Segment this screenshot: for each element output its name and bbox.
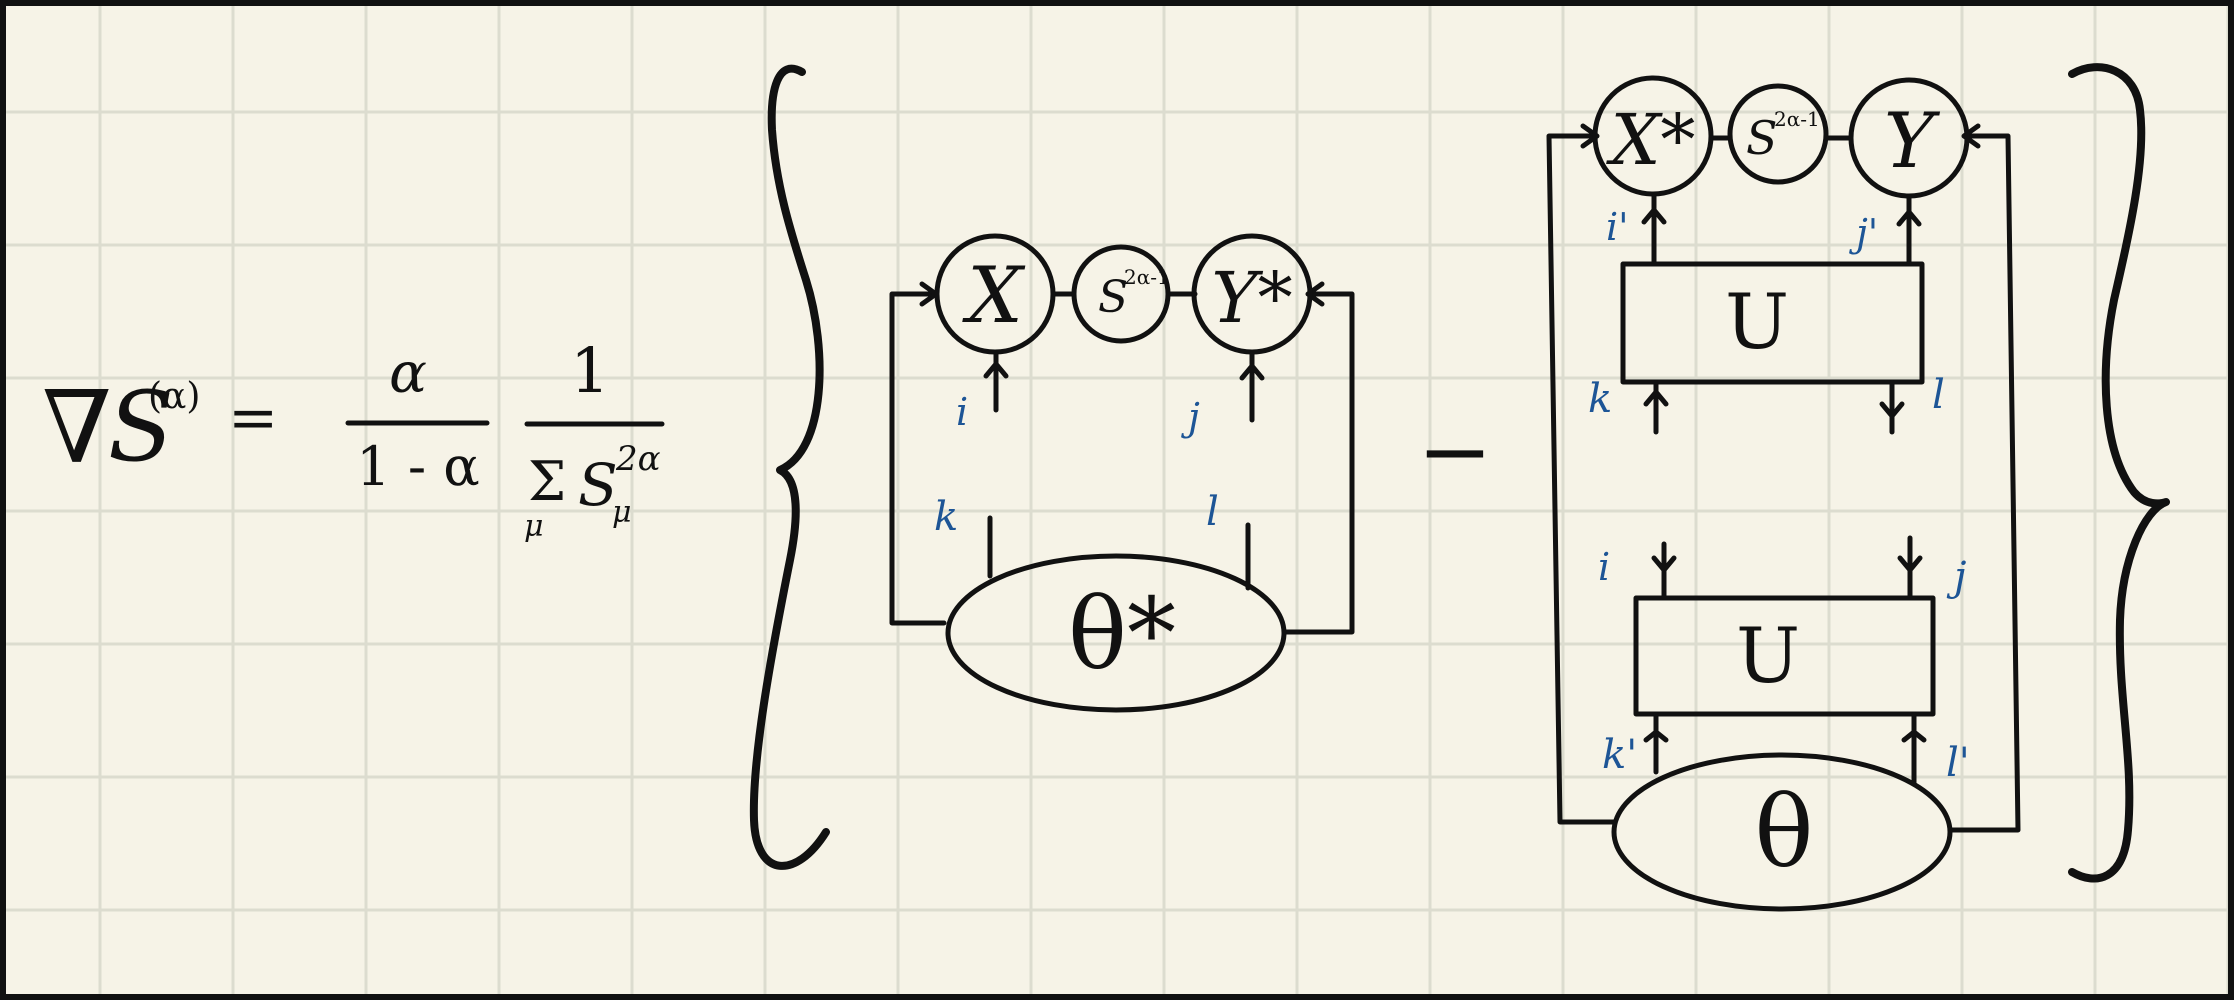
term2-index-j-prime: j' — [1849, 211, 1878, 255]
term1-node-Y-label: Y* — [1211, 257, 1292, 339]
term2-U-bottom-box — [1633, 595, 1936, 717]
term1-left-loop-wire — [889, 291, 947, 626]
term2-leg-k-top-arrow — [1643, 389, 1669, 407]
term1-index-i: i — [956, 390, 968, 434]
term1-node-S — [1071, 244, 1171, 344]
term2-leg-j-prime-arrow — [1896, 209, 1922, 227]
term2-left-loop-wire — [1546, 133, 1618, 825]
term2-leg-l-top-arrow — [1879, 401, 1905, 419]
term1-node-S-superscript: 2α-1 — [1124, 265, 1170, 289]
term2-diagram: X* S 2α-1 Y i' j' U k l i j U — [1546, 75, 2021, 912]
term2-index-j: j — [1946, 554, 1966, 600]
minus-sign: − — [1417, 399, 1492, 504]
term1-diagram: X S 2α-1 Y* i j k l θ* — [889, 233, 1355, 713]
fraction2-numerator: 1 — [570, 334, 609, 407]
sum-subscript: μ — [524, 509, 544, 544]
term1-index-j: j — [1181, 395, 1200, 439]
gradient-formula: ∇ S (α) = α 1 - α 1 Σ μ S μ 2α — [42, 334, 665, 544]
equals-sign: = — [228, 383, 278, 453]
term1-node-X-label: X — [961, 251, 1026, 341]
term2-U-top-label: U — [1725, 277, 1789, 366]
term2-index-k-prime: k' — [1602, 732, 1637, 778]
term2-theta-label: θ — [1754, 776, 1813, 890]
term2-leg-l-prime-arrow — [1901, 729, 1927, 743]
term1-leg-i-arrow — [983, 361, 1009, 379]
denominator-S: S — [578, 451, 618, 519]
term2-leg-j-arrow — [1897, 555, 1923, 573]
term2-index-l-top: l — [1932, 372, 1945, 418]
term1-index-k: k — [934, 494, 958, 540]
term1-leg-j-arrow — [1239, 363, 1265, 381]
lhs-S: S — [108, 371, 174, 483]
term2-node-X-label: X* — [1606, 99, 1696, 181]
lhs-superscript: (α) — [148, 376, 200, 417]
sum-symbol: Σ — [528, 450, 566, 513]
term2-right-loop-wire — [1947, 133, 2021, 833]
fraction1-numerator: α — [389, 341, 427, 406]
left-curly-brace — [749, 64, 830, 870]
fraction1-denominator: 1 - α — [356, 435, 479, 498]
term2-leg-i-prime-arrow — [1641, 207, 1667, 225]
term2-leg-i-arrow — [1651, 555, 1677, 573]
term1-index-l: l — [1206, 489, 1219, 535]
term2-node-S — [1727, 83, 1829, 185]
term1-theta-label: θ* — [1068, 578, 1176, 692]
term2-node-S-label: S — [1746, 111, 1778, 165]
term2-node-S-superscript: 2α-1 — [1774, 107, 1820, 131]
term2-U-top-box — [1620, 261, 1925, 385]
term2-leg-k-prime-arrow — [1643, 729, 1669, 743]
denominator-S-superscript: 2α — [615, 439, 661, 479]
nabla-symbol: ∇ — [42, 369, 112, 486]
right-curly-brace — [2068, 63, 2170, 883]
term2-right-arrow — [1961, 123, 1981, 149]
term2-index-k-top: k — [1588, 376, 1612, 422]
term2-theta-tensor — [1611, 752, 1953, 912]
term1-theta-tensor — [945, 553, 1287, 713]
term1-node-S-label: S — [1098, 272, 1128, 323]
term2-U-bottom-label: U — [1736, 611, 1800, 700]
term2-index-l-prime: l' — [1946, 740, 1970, 786]
denominator-S-subscript: μ — [612, 495, 632, 530]
term2-index-i-prime: i' — [1606, 205, 1629, 249]
term2-index-i: i — [1598, 545, 1610, 589]
term2-node-Y-label: Y — [1884, 96, 1941, 185]
term1-right-loop-wire — [1281, 291, 1355, 635]
